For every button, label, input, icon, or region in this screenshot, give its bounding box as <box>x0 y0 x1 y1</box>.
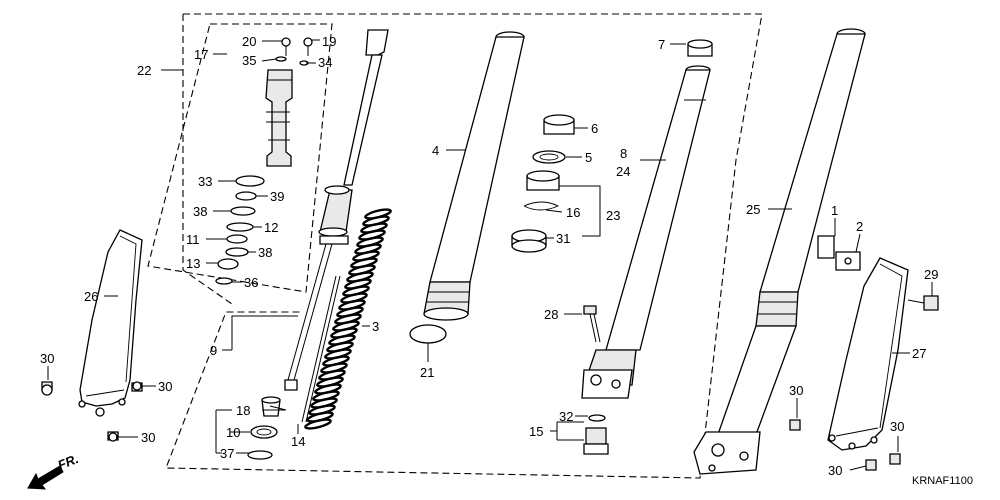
complete-fork-right <box>693 28 866 475</box>
callout-13: 13 <box>186 256 200 271</box>
leader-lines <box>47 39 933 471</box>
callout-21: 21 <box>420 365 434 380</box>
fork-guard-left <box>78 229 143 417</box>
callout-32: 32 <box>559 409 573 424</box>
callout-4: 4 <box>432 143 439 158</box>
callout-12: 12 <box>264 220 278 235</box>
callout-20: 20 <box>242 34 256 49</box>
callout-30-f: 30 <box>828 463 842 478</box>
front-direction-indicator: FR. <box>27 451 81 490</box>
callout-8: 8 <box>620 146 627 161</box>
callout-16: 16 <box>566 205 580 220</box>
spring-coil <box>304 418 332 430</box>
callout-11: 11 <box>186 232 200 247</box>
callout-33: 33 <box>198 174 212 189</box>
callout-10: 10 <box>226 425 240 440</box>
callout-34: 34 <box>318 55 332 70</box>
callout-37: 37 <box>220 446 234 461</box>
callout-27: 27 <box>912 346 926 361</box>
callout-9: 9 <box>210 343 217 358</box>
valve-15-32 <box>583 414 609 455</box>
callout-18: 18 <box>236 403 250 418</box>
diagram-code: KRNAF1100 <box>912 475 973 487</box>
callout-38-bottom: 38 <box>258 245 272 260</box>
fork-guard-right <box>827 257 909 451</box>
callout-22: 22 <box>137 63 151 78</box>
assembly-outlines <box>147 13 763 479</box>
inner-tube-right <box>581 39 713 399</box>
callout-30-e: 30 <box>890 419 904 434</box>
callout-23: 23 <box>606 208 620 223</box>
callout-1: 1 <box>831 203 838 218</box>
outer-tube-left <box>423 31 525 321</box>
callout-5: 5 <box>585 150 592 165</box>
callout-35: 35 <box>242 53 256 68</box>
callout-labels: 22 17 20 19 35 34 33 39 38 12 11 38 13 3… <box>40 34 938 478</box>
front-arrow-icon <box>27 465 64 490</box>
bolt-30-left-group <box>41 381 143 442</box>
bottom-parts-18-10-37 <box>247 396 281 460</box>
callout-6: 6 <box>591 121 598 136</box>
damper-rod <box>284 29 389 391</box>
callout-19: 19 <box>322 34 336 49</box>
callout-39: 39 <box>270 189 284 204</box>
callout-28: 28 <box>544 307 558 322</box>
callout-7: 7 <box>658 37 665 52</box>
callout-30-c: 30 <box>141 430 155 445</box>
callout-38-top: 38 <box>193 204 207 219</box>
seal-stack <box>511 114 575 253</box>
callout-29: 29 <box>924 267 938 282</box>
callout-14: 14 <box>291 434 305 449</box>
callout-26: 26 <box>84 289 98 304</box>
rod-14 <box>301 275 341 423</box>
fork-spring <box>304 208 392 430</box>
callout-30-a: 30 <box>40 351 54 366</box>
bolts-right-group <box>789 295 939 471</box>
damper-internals <box>215 37 313 285</box>
callout-17: 17 <box>194 47 208 62</box>
callout-24: 24 <box>616 164 630 179</box>
callout-2: 2 <box>856 219 863 234</box>
callout-36: 36 <box>244 275 258 290</box>
callout-3: 3 <box>372 319 379 334</box>
callout-31: 31 <box>556 231 570 246</box>
bolt-28 <box>583 305 601 343</box>
callout-30-b: 30 <box>158 379 172 394</box>
front-direction-label: FR. <box>56 451 81 473</box>
callout-30-d: 30 <box>789 383 803 398</box>
o-ring-21 <box>409 324 447 344</box>
callout-25: 25 <box>746 202 760 217</box>
brackets-1-2 <box>817 235 861 271</box>
callout-15: 15 <box>529 424 543 439</box>
